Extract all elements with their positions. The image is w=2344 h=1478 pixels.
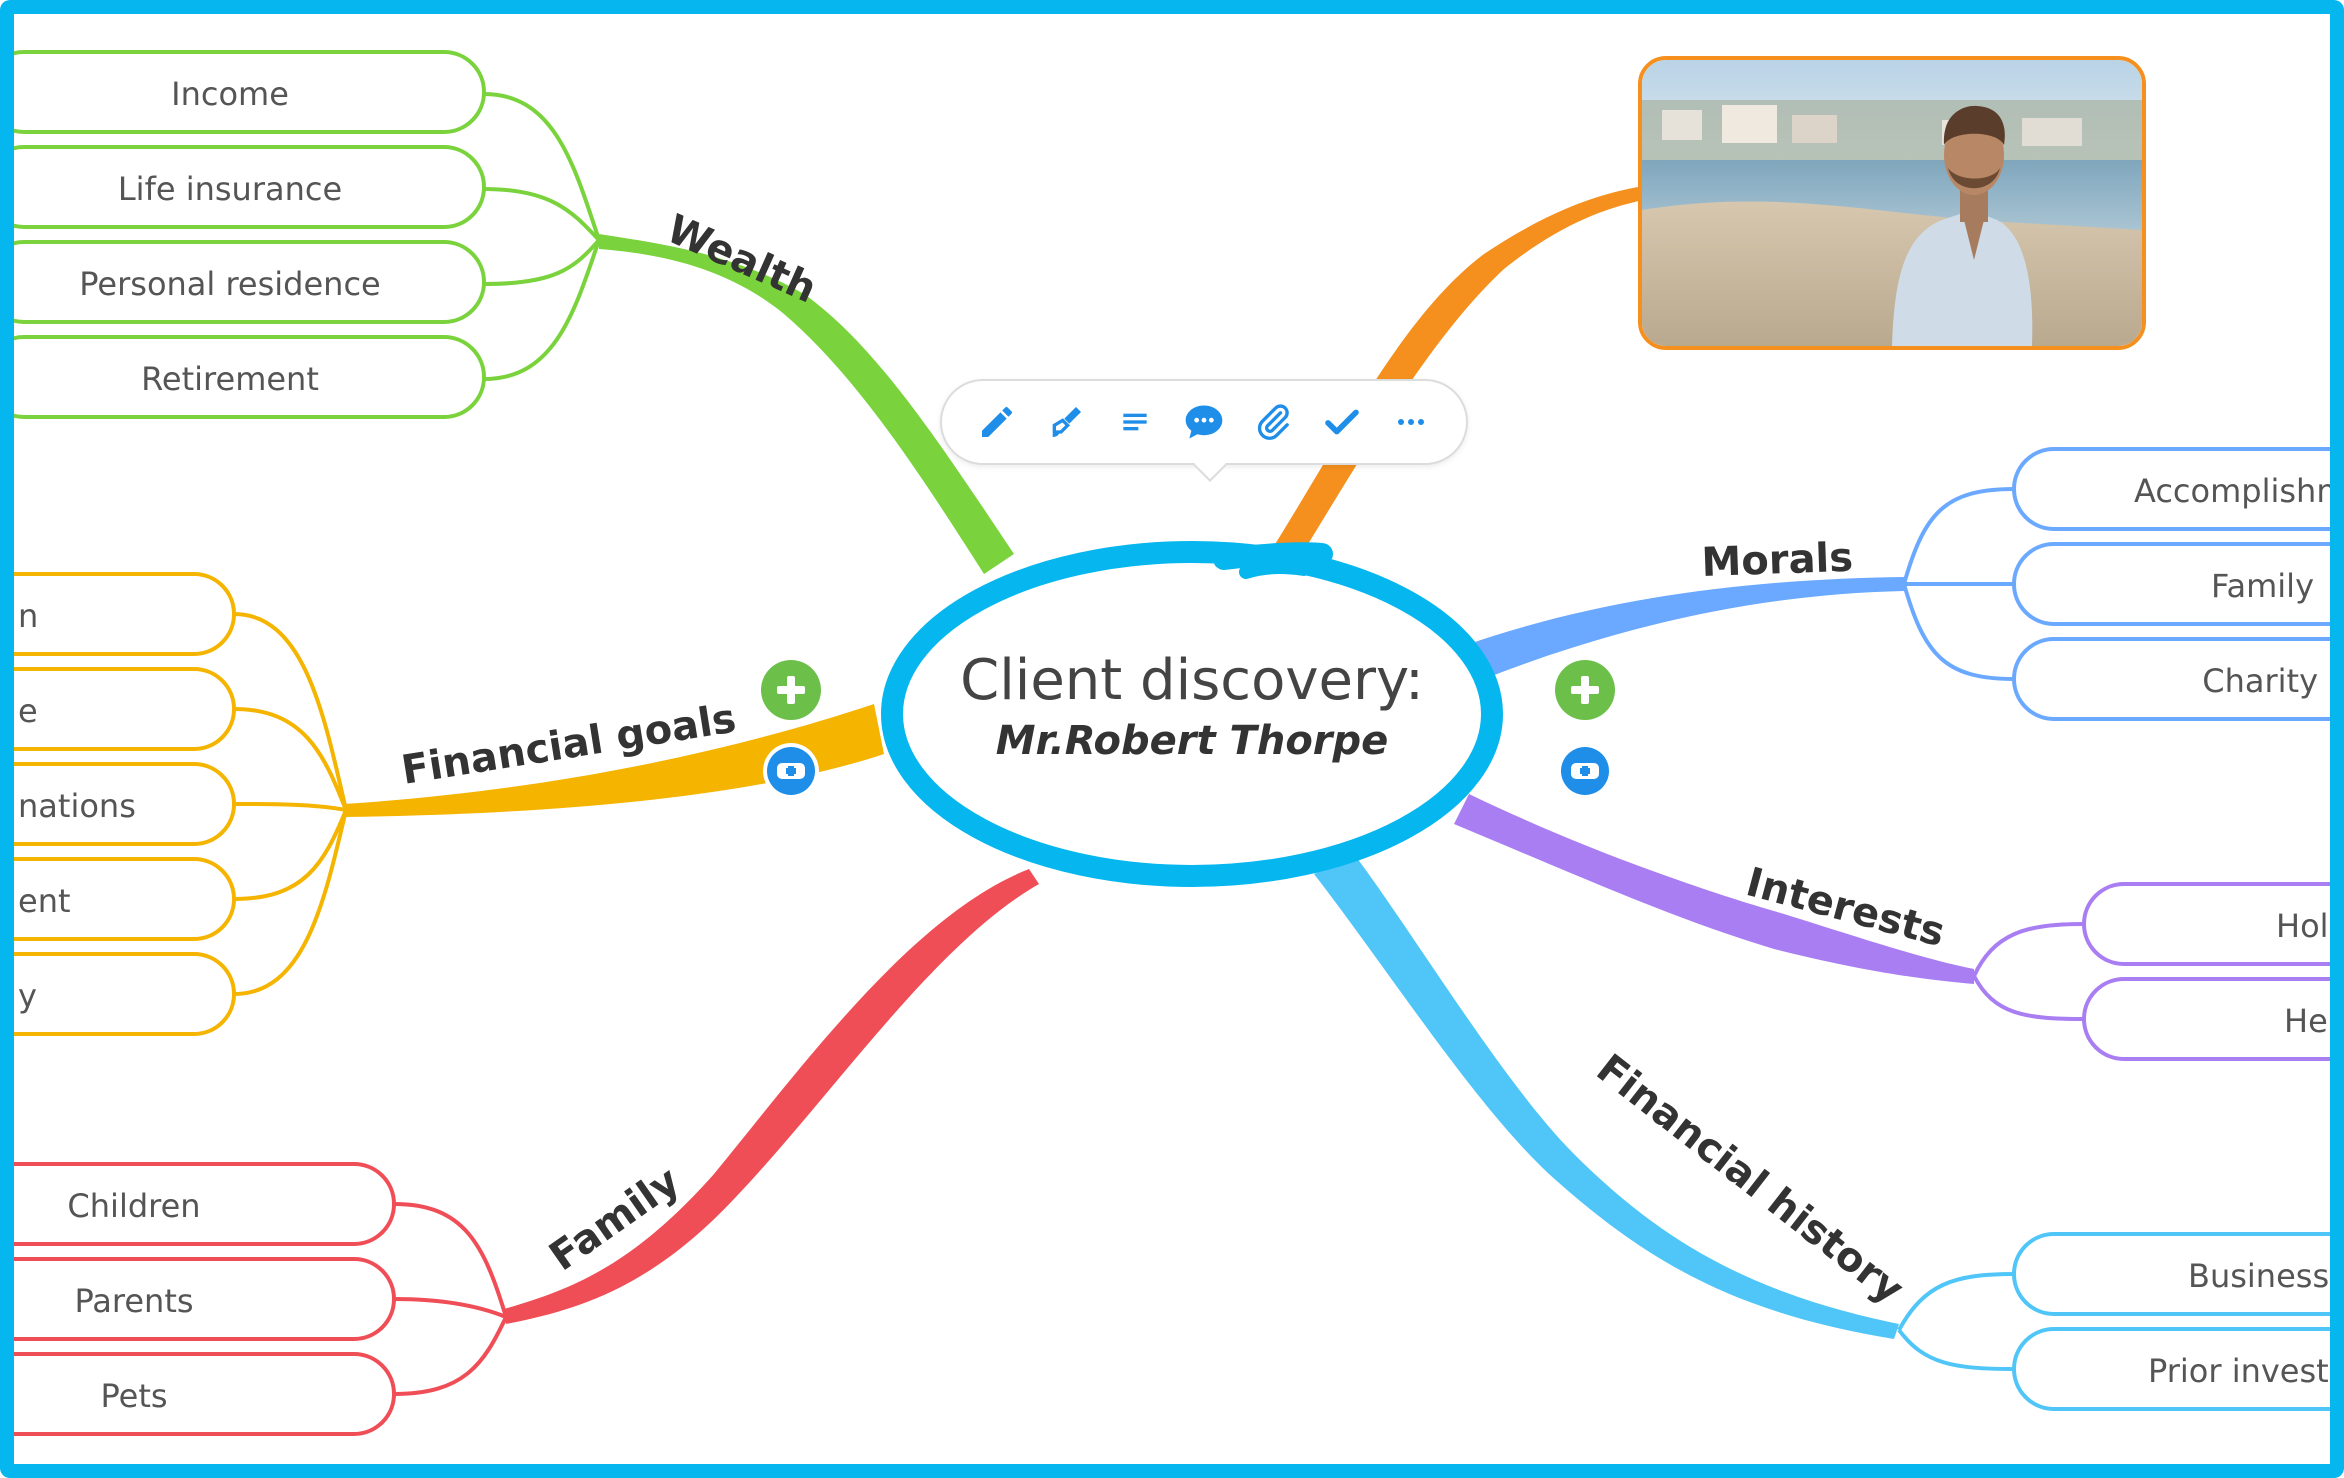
image-topic-photo[interactable] bbox=[1638, 56, 2146, 350]
branch-interests-connector bbox=[1454, 794, 1974, 984]
more-icon[interactable] bbox=[1385, 396, 1437, 448]
node-interests-holidays[interactable]: Hol bbox=[2082, 882, 2330, 966]
node-morals-charity[interactable]: Charity bbox=[2012, 637, 2330, 721]
branch-financial-history-connector bbox=[1314, 854, 1899, 1339]
node-label: y bbox=[18, 977, 37, 1015]
branch-morals-connector bbox=[1469, 577, 1904, 679]
node-label: nations bbox=[18, 787, 136, 825]
attachment-icon[interactable] bbox=[1247, 396, 1299, 448]
node-label: Personal residence bbox=[79, 265, 380, 303]
add-sibling-right-button[interactable] bbox=[1556, 742, 1614, 800]
branch-image-connector bbox=[1269, 186, 1644, 559]
node-financial-history-prior-investments[interactable]: Prior invest bbox=[2012, 1327, 2330, 1411]
branch-label-morals[interactable]: Morals bbox=[1701, 535, 1854, 586]
node-morals-family[interactable]: Family bbox=[2012, 542, 2330, 626]
central-topic[interactable]: Client discovery: Mr.Robert Thorpe bbox=[881, 541, 1503, 887]
central-topic-subtitle: Mr.Robert Thorpe bbox=[996, 718, 1389, 764]
node-label: Children bbox=[67, 1187, 200, 1225]
node-label: Income bbox=[171, 75, 289, 113]
node-financial-history-business[interactable]: Business bbox=[2012, 1232, 2330, 1316]
node-label: Retirement bbox=[141, 360, 319, 398]
node-financial-goals-1[interactable]: n bbox=[14, 572, 236, 656]
add-sibling-left-button[interactable] bbox=[762, 742, 820, 800]
node-label: Charity bbox=[2202, 662, 2318, 700]
topic-toolbar bbox=[940, 379, 1468, 482]
node-label: Life insurance bbox=[118, 170, 342, 208]
node-wealth-retirement[interactable]: Retirement bbox=[14, 335, 486, 419]
node-label: Prior invest bbox=[2148, 1352, 2329, 1390]
node-family-pets[interactable]: Pets bbox=[14, 1352, 396, 1436]
node-financial-goals-3[interactable]: nations bbox=[14, 762, 236, 846]
node-label: He bbox=[2284, 1002, 2328, 1040]
central-topic-title: Client discovery: bbox=[960, 648, 1424, 713]
node-label: Hol bbox=[2276, 907, 2329, 945]
node-morals-accomplishments[interactable]: Accomplishm bbox=[2012, 447, 2330, 531]
branch-wealth-connector bbox=[599, 234, 1014, 574]
node-interests-health[interactable]: He bbox=[2082, 977, 2330, 1061]
node-financial-goals-5[interactable]: y bbox=[14, 952, 236, 1036]
node-label: e bbox=[18, 692, 38, 730]
branch-wealth: Income Life insurance Personal residence… bbox=[14, 50, 1014, 574]
beach-portrait-image bbox=[1642, 60, 2142, 346]
node-label: ent bbox=[18, 882, 71, 920]
branch-financial-goals: n e nations ent y Financial goals bbox=[14, 572, 884, 1036]
notes-icon[interactable] bbox=[1109, 396, 1161, 448]
add-topic-right-button[interactable] bbox=[1549, 654, 1621, 726]
paint-brush-icon[interactable] bbox=[1040, 396, 1092, 448]
node-wealth-income[interactable]: Income bbox=[14, 50, 486, 134]
add-sibling-icon bbox=[763, 743, 819, 799]
add-sibling-icon bbox=[1557, 743, 1613, 799]
node-family-parents[interactable]: Parents bbox=[14, 1257, 396, 1341]
plus-icon bbox=[1551, 656, 1619, 724]
node-family-children[interactable]: Children bbox=[14, 1162, 396, 1246]
node-label: Business bbox=[2188, 1257, 2329, 1295]
mindmap-diagram: Income Life insurance Personal residence… bbox=[14, 50, 2330, 1436]
checkmark-icon[interactable] bbox=[1316, 396, 1368, 448]
node-financial-goals-2[interactable]: e bbox=[14, 667, 236, 751]
node-label: Pets bbox=[100, 1377, 167, 1415]
node-label: Accomplishm bbox=[2134, 472, 2330, 510]
node-financial-goals-4[interactable]: ent bbox=[14, 857, 236, 941]
pencil-icon[interactable] bbox=[971, 396, 1023, 448]
plus-icon bbox=[757, 656, 825, 724]
node-label: Family bbox=[2211, 567, 2314, 605]
branch-morals: Accomplishm Family Charity Morals bbox=[1469, 447, 2330, 721]
branch-label-financial-history[interactable]: Financial history bbox=[1588, 1046, 1912, 1313]
node-wealth-life-insurance[interactable]: Life insurance bbox=[14, 145, 486, 229]
node-label: n bbox=[18, 597, 38, 635]
comment-icon[interactable] bbox=[1178, 396, 1230, 448]
branch-interests: Hol He Interests bbox=[1454, 794, 2330, 1061]
branch-image bbox=[1269, 186, 1644, 559]
branch-family-connector bbox=[504, 869, 1039, 1324]
add-topic-left-button[interactable] bbox=[755, 654, 827, 726]
node-wealth-personal-residence[interactable]: Personal residence bbox=[14, 240, 486, 324]
node-label: Parents bbox=[74, 1282, 193, 1320]
